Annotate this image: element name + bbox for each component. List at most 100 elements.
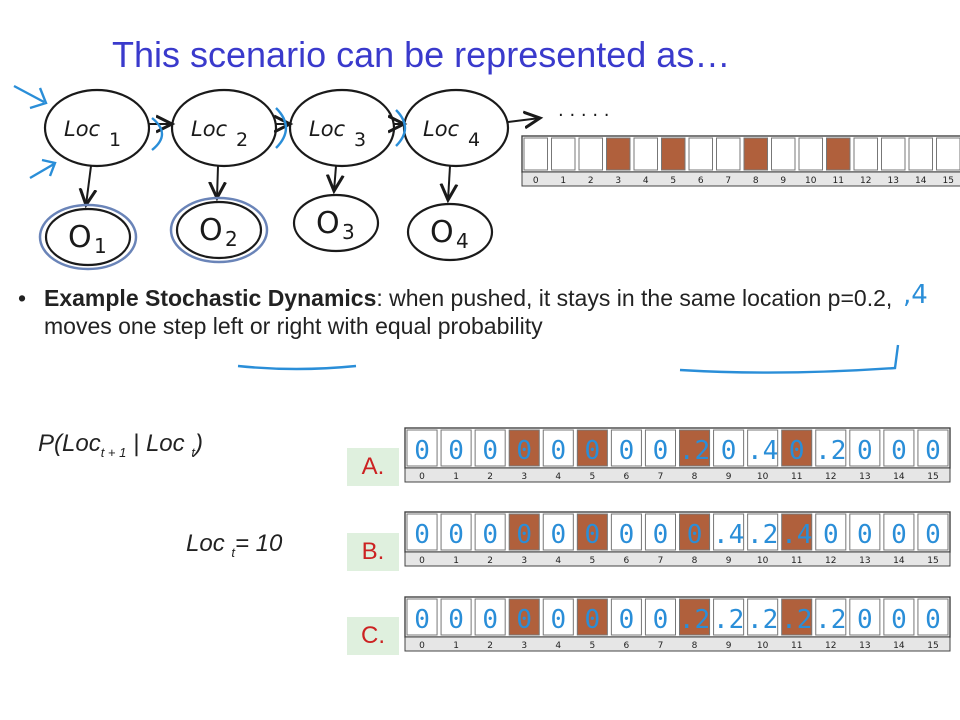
- option-b-value-6: 0: [619, 520, 635, 550]
- option-c-value-11: .2: [781, 605, 812, 635]
- obs-node-sub-2: 2: [225, 227, 238, 251]
- option-a-value-15: 0: [925, 436, 941, 466]
- option-c-value-8: .2: [679, 605, 710, 635]
- option-b-value-4: 0: [550, 520, 566, 550]
- reference-strip-index-9: 9: [780, 176, 786, 186]
- loc-node-label-1: Loc: [64, 117, 101, 141]
- prob-sub2: t: [191, 444, 195, 460]
- option-b-value-13: 0: [857, 520, 873, 550]
- option-c-value-7: 0: [653, 605, 669, 635]
- option-a-strip-cell-6: [610, 429, 642, 467]
- option-b-strip-index-12: 12: [825, 556, 836, 566]
- reference-strip-cell-6: [688, 137, 713, 171]
- bullet-rest: : when pushed, it stays in the same loca…: [44, 285, 893, 339]
- option-b-strip-cell-13: [849, 513, 881, 551]
- option-c-value-3: 0: [516, 605, 532, 635]
- option-a-value-1: 0: [448, 436, 464, 466]
- option-c-strip-cell-4: [542, 598, 574, 636]
- option-a-strip-cell-14: [883, 429, 915, 467]
- option-c-strip-index-0: 0: [419, 641, 425, 651]
- option-a-strip-cell-12: [815, 429, 847, 467]
- reference-strip-cell-2: [578, 137, 603, 171]
- option-b-value-8: 0: [687, 520, 703, 550]
- option-a-strip-cell-8: [679, 429, 711, 467]
- option-b-strip-cell-12: [815, 513, 847, 551]
- reference-strip-cell-8: [743, 137, 768, 171]
- emission-arrow-4: [448, 165, 450, 200]
- emission-arrow-2: [217, 165, 218, 198]
- option-c-strip-index-bar: [404, 636, 951, 652]
- option-b-value-2: 0: [482, 520, 498, 550]
- reference-strip-cell-9: [771, 137, 796, 171]
- prob-end: ): [194, 430, 203, 457]
- chain-arrow-4: [507, 118, 540, 122]
- option-c-strip-index-8: 8: [692, 641, 698, 651]
- option-b-value-10: .2: [747, 520, 778, 550]
- option-a-strip-index-5: 5: [589, 472, 595, 482]
- option-b-strip-index-8: 8: [692, 556, 698, 566]
- pen-underline-p: [237, 364, 357, 371]
- reference-strip-index-8: 8: [753, 176, 759, 186]
- obs-node-label-1: O: [68, 220, 92, 255]
- option-b-strip-index-4: 4: [555, 556, 561, 566]
- option-c-value-14: 0: [891, 605, 907, 635]
- option-c-value-10: .2: [747, 605, 778, 635]
- option-a-value-13: 0: [857, 436, 873, 466]
- pen-bracket-2: [275, 107, 288, 149]
- option-b-label[interactable]: B.: [347, 533, 399, 571]
- option-b-value-0: 0: [414, 520, 430, 550]
- option-a-value-9: 0: [721, 436, 737, 466]
- loc-node-label-4: Loc: [423, 117, 460, 141]
- option-a-strip-index-2: 2: [487, 472, 493, 482]
- option-c-strip-index-15: 15: [927, 641, 938, 651]
- prob-mid: | Loc: [126, 430, 192, 457]
- reference-strip-cell-15: [936, 137, 960, 171]
- reference-strip-index-2: 2: [588, 176, 594, 186]
- reference-strip-index-12: 12: [860, 176, 871, 186]
- option-a-strip-index-11: 11: [791, 472, 802, 482]
- pen-arrow-mid-left: [29, 158, 57, 180]
- reference-strip-cell-7: [716, 137, 741, 171]
- option-a-label[interactable]: A.: [347, 448, 399, 486]
- option-c-strip-index-10: 10: [757, 641, 769, 651]
- pen-bracket-3: [395, 109, 407, 147]
- option-b-strip-cell-9: [713, 513, 745, 551]
- option-c-value-1: 0: [448, 605, 464, 635]
- obs-node-3: [292, 193, 380, 253]
- option-a-strip-index-3: 3: [521, 472, 527, 482]
- option-a-strip-index-9: 9: [726, 472, 732, 482]
- option-a-strip-cell-5: [576, 429, 608, 467]
- reference-strip-cell-14: [908, 137, 933, 171]
- option-c-strip-cell-14: [883, 598, 915, 636]
- option-c-value-9: .2: [713, 605, 744, 635]
- loc-sub: t: [231, 544, 235, 560]
- option-c-value-0: 0: [414, 605, 430, 635]
- loc-node-sub-2: 2: [236, 129, 248, 151]
- option-a-strip-index-bar: [404, 467, 951, 483]
- option-c-strip-cell-13: [849, 598, 881, 636]
- option-a-value-6: 0: [619, 436, 635, 466]
- option-a-value-3: 0: [516, 436, 532, 466]
- option-c-strip-cell-1: [440, 598, 472, 636]
- option-c-strip-cell-3: [508, 598, 540, 636]
- option-b-strip-cell-14: [883, 513, 915, 551]
- reference-strip-cell-13: [881, 137, 906, 171]
- pen-bracket-1: [151, 117, 164, 151]
- option-b-strip-cell-5: [576, 513, 608, 551]
- option-a-strip-cell-3: [508, 429, 540, 467]
- obs-node-sub-1: 1: [94, 234, 107, 258]
- option-c-strip-index-7: 7: [658, 641, 664, 651]
- option-b-strip-cell-7: [644, 513, 676, 551]
- option-c-label[interactable]: C.: [347, 617, 399, 655]
- option-a-strip-cell-1: [440, 429, 472, 467]
- option-c-strip-cell-6: [610, 598, 642, 636]
- reference-strip-index-14: 14: [915, 176, 927, 186]
- option-c-strip-index-4: 4: [555, 641, 561, 651]
- option-c-strip-index-6: 6: [624, 641, 630, 651]
- obs-node-label-3: O: [316, 206, 340, 241]
- option-b-strip-index-3: 3: [521, 556, 527, 566]
- option-c-strip-index-5: 5: [589, 641, 595, 651]
- option-c-value-5: 0: [585, 605, 601, 635]
- option-c-strip-index-12: 12: [825, 641, 836, 651]
- option-b-strip-index-10: 10: [757, 556, 769, 566]
